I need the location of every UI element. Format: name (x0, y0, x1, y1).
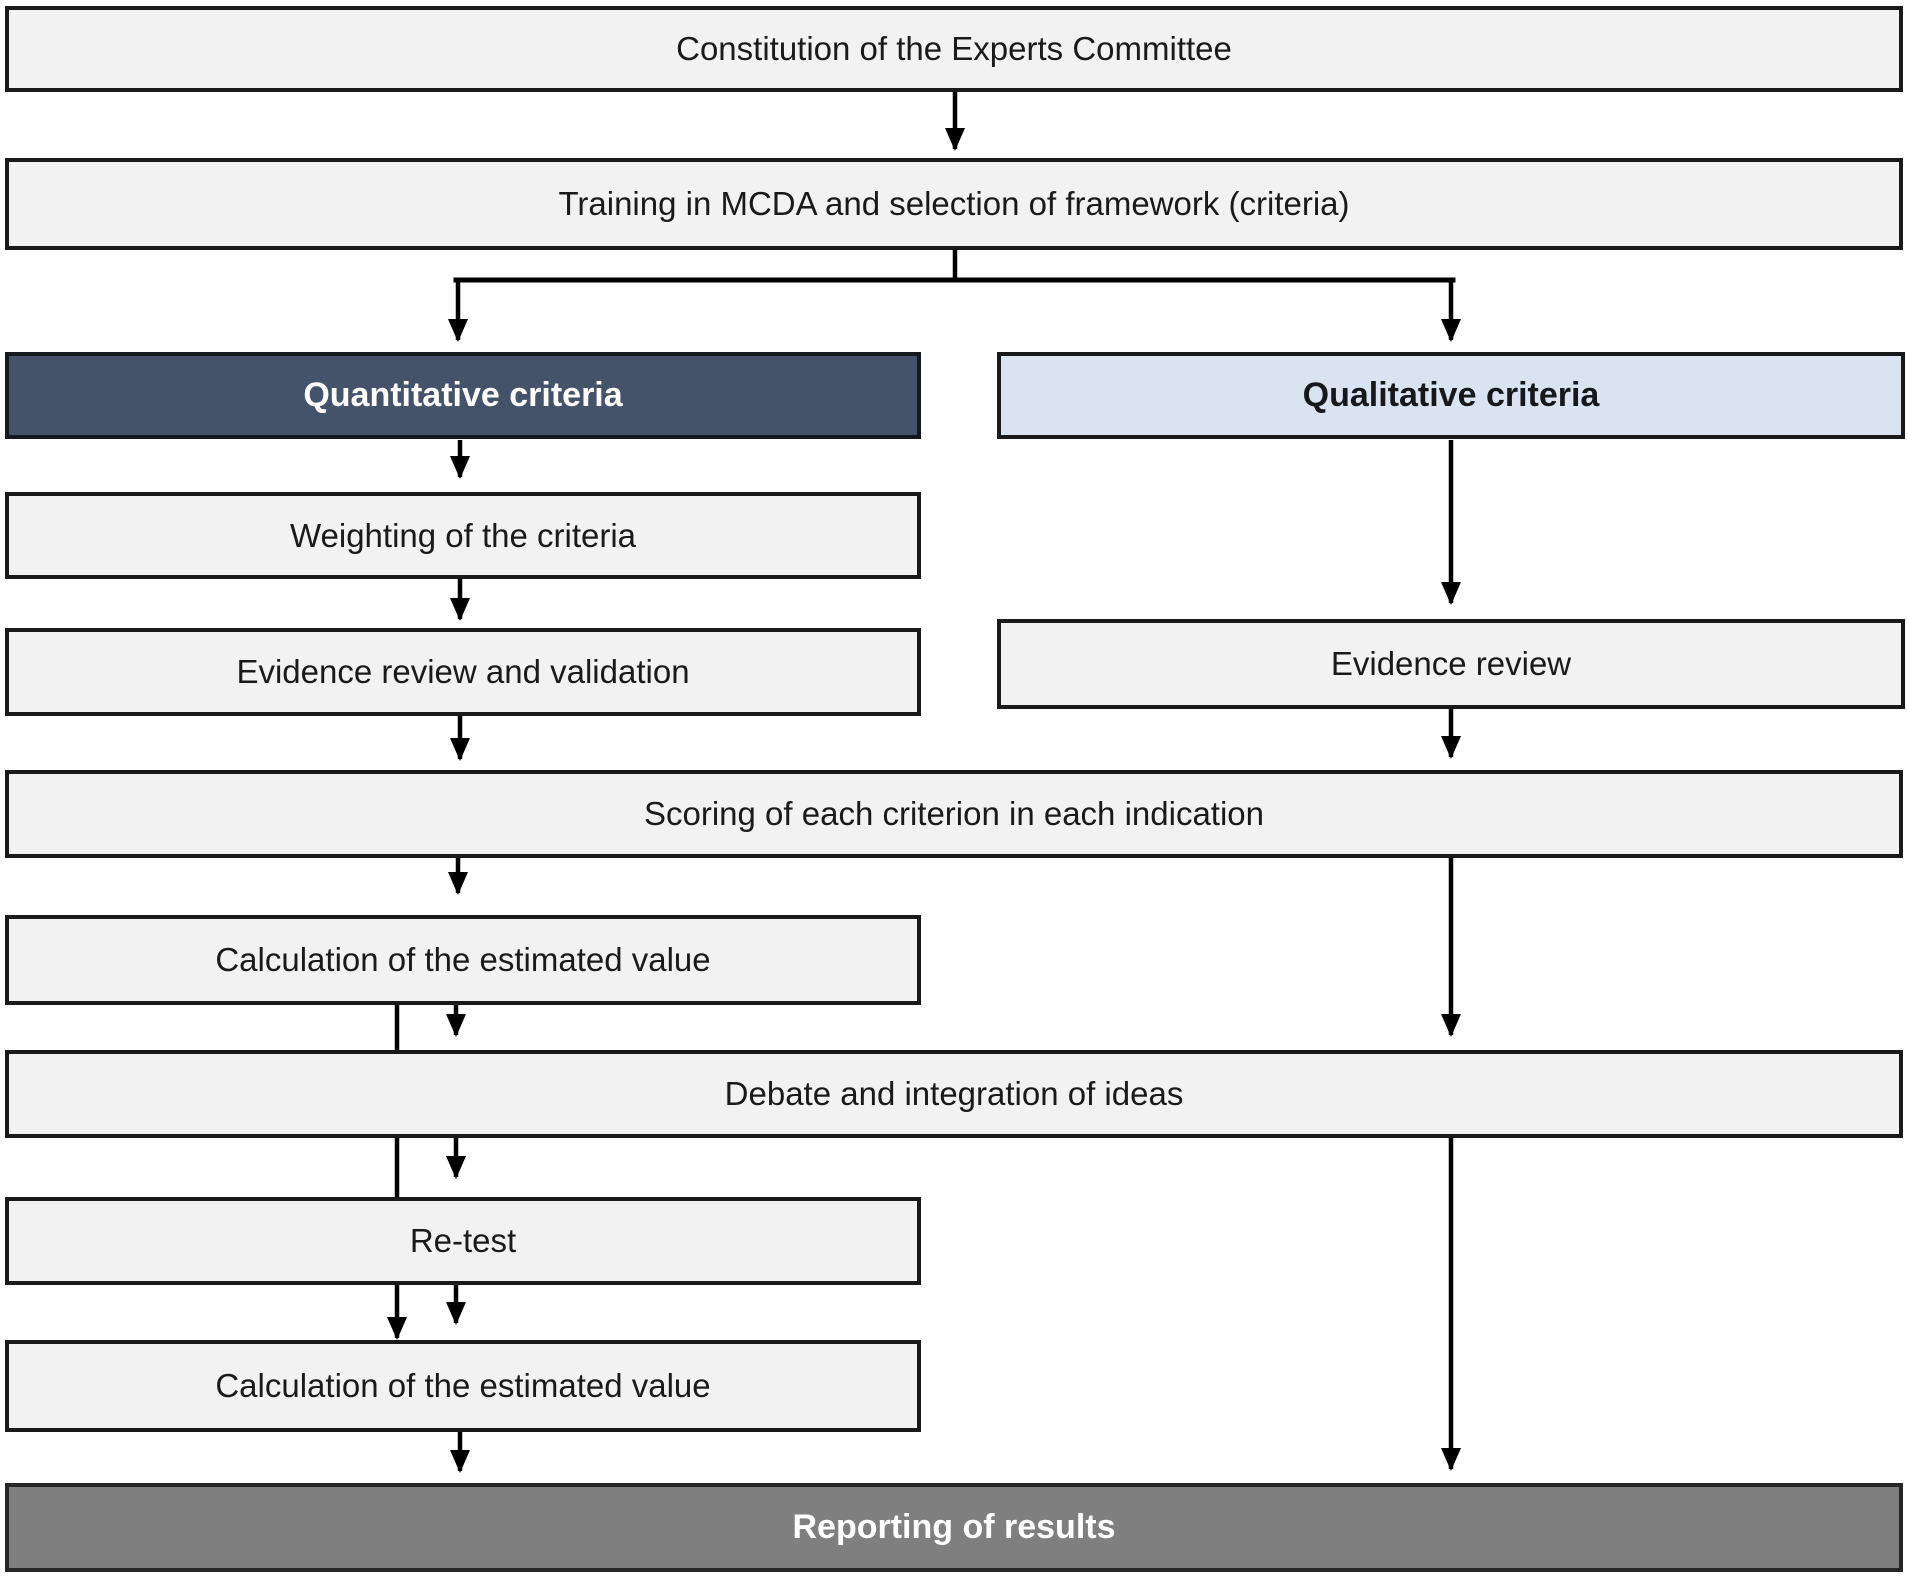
node-evidence-review-and-validation: Evidence review and validation (5, 628, 921, 716)
node-constitution-of-experts-committee: Constitution of the Experts Committee (5, 6, 1903, 92)
node-calculation-estimated-value-1: Calculation of the estimated value (5, 915, 921, 1005)
node-evidence-review: Evidence review (997, 619, 1905, 709)
node-scoring-of-each-criterion: Scoring of each criterion in each indica… (5, 770, 1903, 858)
node-quantitative-criteria: Quantitative criteria (5, 352, 921, 439)
node-calculation-estimated-value-2: Calculation of the estimated value (5, 1340, 921, 1432)
node-reporting-of-results: Reporting of results (5, 1483, 1903, 1572)
node-training-in-mcda: Training in MCDA and selection of framew… (5, 158, 1903, 250)
node-re-test: Re-test (5, 1197, 921, 1285)
node-weighting-of-criteria: Weighting of the criteria (5, 492, 921, 579)
node-debate-and-integration: Debate and integration of ideas (5, 1050, 1903, 1138)
node-qualitative-criteria: Qualitative criteria (997, 352, 1905, 439)
branch-training-to-criteria (448, 250, 1461, 342)
